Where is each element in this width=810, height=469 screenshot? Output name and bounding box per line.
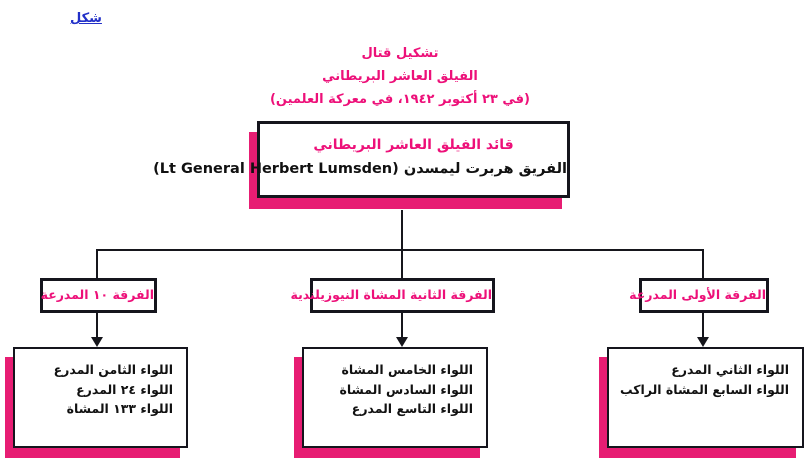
division-box-1st-armoured: الفرقة الأولى المدرعة xyxy=(629,278,769,313)
unit-item: اللواء الثامن المدرع xyxy=(53,362,173,377)
unit-list-box-right: اللواء الثاني المدرع اللواء السابع المشا… xyxy=(607,347,804,448)
unit-item: اللواء السابع المشاة الراكب xyxy=(620,381,789,397)
figure-label: شكل xyxy=(70,11,102,26)
commander-box-title: قائد الفيلق العاشر البريطاني xyxy=(313,137,514,153)
connector-arrow-stem-right xyxy=(702,313,704,339)
unit-item: اللواء السادس المشاة xyxy=(339,381,473,397)
commander-box-name: الفريق هربرت ليمسدن (Lt General Herbert … xyxy=(153,161,567,177)
arrow-down-icon xyxy=(697,337,709,347)
unit-list-box-center: اللواء الخامس المشاة اللواء السادس المشا… xyxy=(302,347,488,448)
connector-arrow-stem-center xyxy=(401,313,403,339)
connector-horizontal xyxy=(96,249,704,251)
unit-item: اللواء الخامس المشاة xyxy=(341,362,473,377)
unit-item: اللواء ١٣٣ المشاة xyxy=(66,401,173,416)
connector-drop-left xyxy=(96,249,98,279)
unit-item: اللواء الثاني المدرع xyxy=(671,362,789,377)
chart-heading: تشكيل قتال الفيلق العاشر البريطاني (في ٢… xyxy=(190,42,610,111)
connector-drop-center xyxy=(401,249,403,279)
chart-heading-line2: الفيلق العاشر البريطاني xyxy=(322,69,478,84)
chart-heading-line1: تشكيل قتال xyxy=(361,46,439,61)
connector-arrow-stem-left xyxy=(96,313,98,339)
division-box-2nd-nz-infantry: الفرقة الثانية المشاة النيوزيلندية xyxy=(291,278,495,313)
arrow-down-icon xyxy=(91,337,103,347)
commander-box: قائد الفيلق العاشر البريطاني الفريق هربر… xyxy=(153,121,570,198)
chart-heading-line3: (في ٢٣ أكتوبر ١٩٤٢، في معركة العلمين) xyxy=(269,92,530,107)
division-box-10th-armoured: الفرقة ١٠ المدرعة xyxy=(40,278,157,313)
arrow-down-icon xyxy=(396,337,408,347)
connector-root-stem xyxy=(401,210,403,250)
unit-list-box-left: اللواء الثامن المدرع اللواء ٢٤ المدرع ال… xyxy=(13,347,188,448)
connector-drop-right xyxy=(702,249,704,279)
unit-item: اللواء ٢٤ المدرع xyxy=(76,381,173,397)
unit-item: اللواء التاسع المدرع xyxy=(351,401,473,416)
